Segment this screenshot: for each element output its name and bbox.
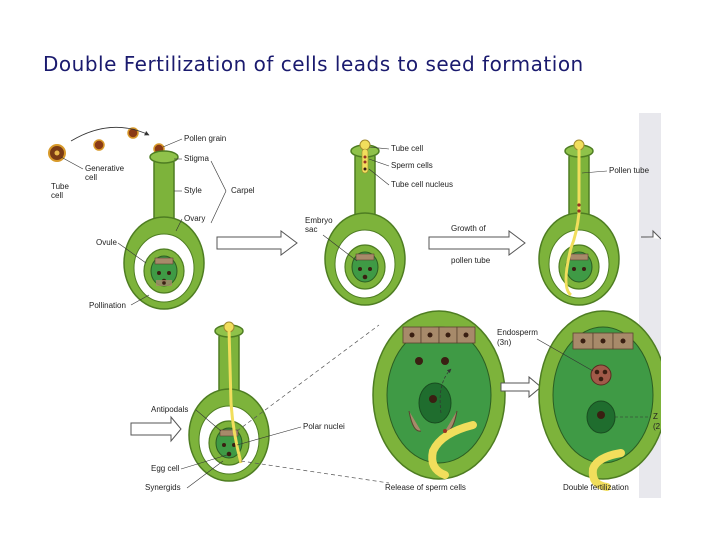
svg-text:cell: cell: [51, 191, 63, 200]
slide-title: Double Fertilization of cells leads to s…: [43, 52, 584, 76]
arrow-step-3: [500, 375, 542, 399]
svg-text:sac: sac: [305, 225, 317, 234]
panel-tube-grown: Pollen tube: [538, 139, 650, 306]
pollen-grain: [127, 127, 139, 139]
label-pollen-tube-growth: pollen tube: [451, 256, 491, 265]
label-polar-nuclei: Polar nuclei: [303, 422, 345, 431]
pollen-grain: [93, 139, 105, 151]
panel-tube-start: Tube cell Sperm cells Tube cell nucleus …: [305, 139, 453, 306]
label-tube-cell-nucleus: Tube cell nucleus: [391, 180, 453, 189]
label-pollination: Pollination: [89, 301, 126, 310]
label-egg-cell: Egg cell: [151, 464, 180, 473]
svg-text:(3n): (3n): [497, 338, 512, 347]
label-ovary: Ovary: [184, 214, 205, 223]
label-embryo-sac: Embryo: [305, 216, 333, 225]
label-pollen-tube: Pollen tube: [609, 166, 650, 175]
label-tube-cell-left: Tube: [51, 182, 69, 191]
double-fertilization-figure: Pollen grain Stigma Generative cell Tube…: [41, 113, 661, 498]
label-tube-cell: Tube cell: [391, 144, 423, 153]
panel-pollination: Pollen grain Stigma Generative cell Tube…: [48, 126, 255, 310]
label-generative-cell: Generative: [85, 164, 125, 173]
label-antipodals: Antipodals: [151, 405, 188, 414]
label-pollen-grain: Pollen grain: [184, 134, 226, 143]
label-carpel: Carpel: [231, 186, 255, 195]
arrow-step-2: [428, 230, 526, 256]
pollen-grain: [359, 139, 371, 151]
label-endosperm: Endosperm: [497, 328, 538, 337]
label-release-of-sperm-cells: Release of sperm cells: [385, 483, 466, 492]
svg-text:cell: cell: [85, 173, 97, 182]
label-sperm-cells: Sperm cells: [391, 161, 433, 170]
pollen-tube-end: [428, 421, 477, 479]
pollen-tube: [564, 149, 581, 297]
label-growth-of: Growth of: [451, 224, 486, 233]
label-zygote: Z: [653, 412, 658, 421]
stigma: [149, 150, 179, 164]
endosperm-nucleus: [590, 364, 612, 386]
label-double-fertilization: Double fertilization: [563, 483, 629, 492]
panel-zoom-release: Release of sperm cells: [372, 310, 506, 492]
label-style: Style: [184, 186, 202, 195]
panel-release-carpel: Antipodals Polar nuclei Egg cell Synergi…: [145, 321, 345, 492]
svg-text:(2: (2: [653, 422, 661, 431]
panel-double-fertilization: Endosperm (3n) Z (2 Double fertilization: [497, 310, 661, 492]
label-synergids: Synergids: [145, 483, 181, 492]
label-ovule: Ovule: [96, 238, 117, 247]
arrow-step-1: [216, 230, 298, 256]
label-stigma: Stigma: [184, 154, 209, 163]
